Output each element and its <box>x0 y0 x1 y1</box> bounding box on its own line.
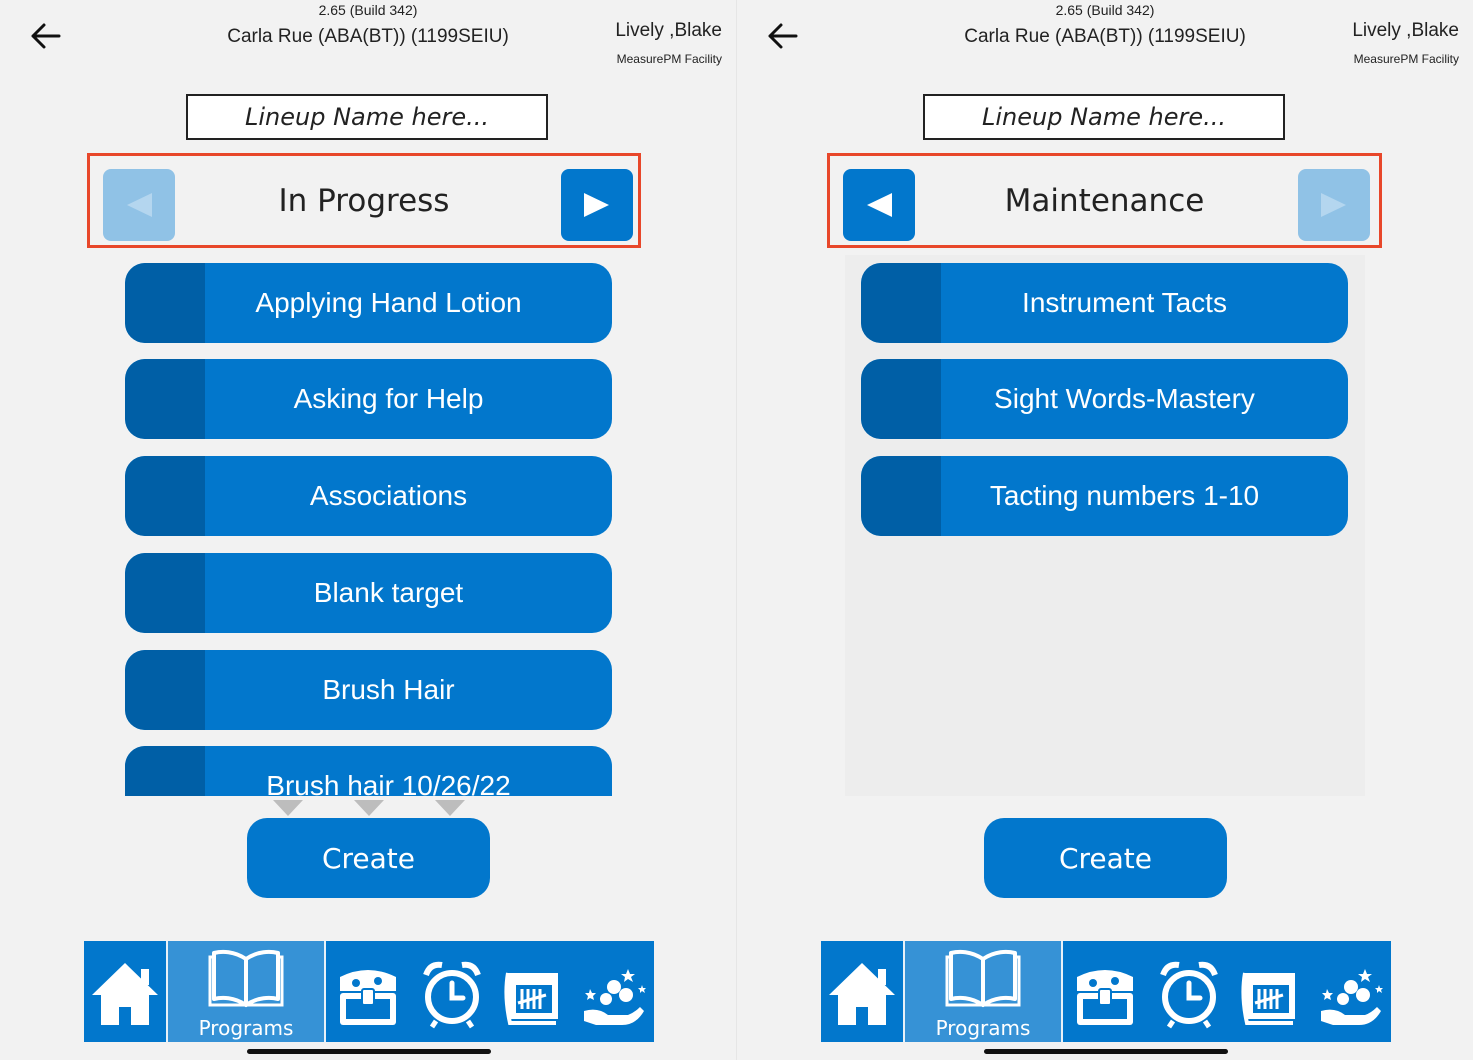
user-name: Lively ,Blake <box>1352 20 1459 41</box>
build-version: 2.65 (Build 342) <box>318 2 418 18</box>
program-tab <box>861 359 941 439</box>
program-button[interactable]: Brush hair 10/26/22 <box>125 746 612 796</box>
tab-rewards-chest[interactable] <box>332 941 404 1042</box>
program-label: Tacting numbers 1-10 <box>989 480 1260 511</box>
screen-in-progress: 2.65 (Build 342) Carla Rue (ABA(BT)) (11… <box>0 0 736 1060</box>
prev-category-button[interactable] <box>103 169 175 241</box>
alarm-clock-icon <box>423 961 481 1029</box>
program-tab <box>125 359 205 439</box>
program-button[interactable]: Blank target <box>125 553 612 633</box>
category-selector: Maintenance <box>827 153 1382 248</box>
tab-tally[interactable] <box>496 941 568 1042</box>
tab-rewards-chest[interactable] <box>1069 941 1141 1042</box>
tab-token-reward[interactable] <box>1313 941 1389 1042</box>
facility-name: MeasurePM Facility <box>1353 52 1459 66</box>
alarm-clock-icon <box>1160 961 1218 1029</box>
triangle-right-icon <box>1321 193 1346 217</box>
lineup-name-input[interactable]: Lineup Name here... <box>923 94 1285 140</box>
triangle-left-icon <box>867 193 892 217</box>
tab-programs[interactable]: Programs <box>168 941 326 1042</box>
program-tab <box>125 263 205 343</box>
bottom-tab-bar: Programs <box>821 941 1391 1042</box>
tab-tally[interactable] <box>1233 941 1305 1042</box>
program-button[interactable]: Associations <box>125 456 612 536</box>
scroll-more-icon <box>273 800 465 816</box>
category-label: Maintenance <box>1004 182 1205 219</box>
program-list[interactable]: Applying Hand Lotion Asking for Help Ass… <box>108 255 628 796</box>
reward-hand-icon <box>584 969 646 1025</box>
reward-hand-icon <box>1321 969 1383 1025</box>
program-label: Instrument Tacts <box>1022 287 1227 318</box>
program-tab <box>125 553 205 633</box>
program-label: Blank target <box>313 577 464 608</box>
back-arrow-icon <box>31 23 61 49</box>
back-button[interactable] <box>28 20 64 52</box>
create-button[interactable]: Create <box>984 818 1227 898</box>
back-button[interactable] <box>765 20 801 52</box>
build-version: 2.65 (Build 342) <box>1055 2 1155 18</box>
program-button[interactable]: Applying Hand Lotion <box>125 263 612 343</box>
lineup-name-input[interactable]: Lineup Name here... <box>186 94 548 140</box>
back-arrow-icon <box>768 23 798 49</box>
tab-programs-label: Programs <box>935 1016 1031 1040</box>
home-indicator <box>247 1049 491 1054</box>
program-label: Applying Hand Lotion <box>255 287 522 318</box>
next-category-button[interactable] <box>1298 169 1370 241</box>
home-indicator <box>984 1049 1228 1054</box>
tab-programs[interactable]: Programs <box>905 941 1063 1042</box>
program-button[interactable]: Sight Words-Mastery <box>861 359 1348 439</box>
home-icon <box>92 963 158 1025</box>
program-button[interactable]: Tacting numbers 1-10 <box>861 456 1348 536</box>
program-button[interactable]: Asking for Help <box>125 359 612 439</box>
program-tab <box>125 650 205 730</box>
prev-category-button[interactable] <box>843 169 915 241</box>
screen-maintenance: 2.65 (Build 342) Carla Rue (ABA(BT)) (11… <box>737 0 1473 1060</box>
triangle-left-icon <box>127 193 152 217</box>
tally-calendar-icon <box>504 972 558 1025</box>
tab-programs-label: Programs <box>198 1016 294 1040</box>
home-icon <box>829 963 895 1025</box>
program-label: Brush Hair <box>322 674 455 705</box>
program-label: Brush hair 10/26/22 <box>266 770 511 796</box>
program-label: Associations <box>309 480 468 511</box>
tab-token-reward[interactable] <box>576 941 652 1042</box>
program-tab <box>125 746 205 796</box>
book-icon <box>208 949 284 1007</box>
tab-home[interactable] <box>84 941 168 1042</box>
program-label: Asking for Help <box>293 383 484 414</box>
next-category-button[interactable] <box>561 169 633 241</box>
treasure-chest-icon <box>1077 970 1133 1025</box>
program-list[interactable]: Instrument Tacts Sight Words-Mastery Tac… <box>845 255 1365 796</box>
program-tab <box>125 456 205 536</box>
category-label: In Progress <box>278 182 450 219</box>
triangle-right-icon <box>584 193 609 217</box>
book-icon <box>945 949 1021 1007</box>
tab-timer[interactable] <box>1153 941 1225 1042</box>
program-tab <box>861 456 941 536</box>
program-button[interactable]: Instrument Tacts <box>861 263 1348 343</box>
facility-name: MeasurePM Facility <box>616 52 722 66</box>
patient-name: Carla Rue (ABA(BT)) (1199SEIU) <box>227 26 509 47</box>
category-selector: In Progress <box>87 153 641 248</box>
tally-calendar-icon <box>1241 972 1295 1025</box>
program-tab <box>861 263 941 343</box>
treasure-chest-icon <box>340 970 396 1025</box>
tab-timer[interactable] <box>416 941 488 1042</box>
create-button[interactable]: Create <box>247 818 490 898</box>
tab-home[interactable] <box>821 941 905 1042</box>
program-button[interactable]: Brush Hair <box>125 650 612 730</box>
program-label: Sight Words-Mastery <box>994 383 1255 414</box>
bottom-tab-bar: Programs <box>84 941 654 1042</box>
screen-divider <box>736 0 737 1060</box>
user-name: Lively ,Blake <box>615 20 722 41</box>
patient-name: Carla Rue (ABA(BT)) (1199SEIU) <box>964 26 1246 47</box>
